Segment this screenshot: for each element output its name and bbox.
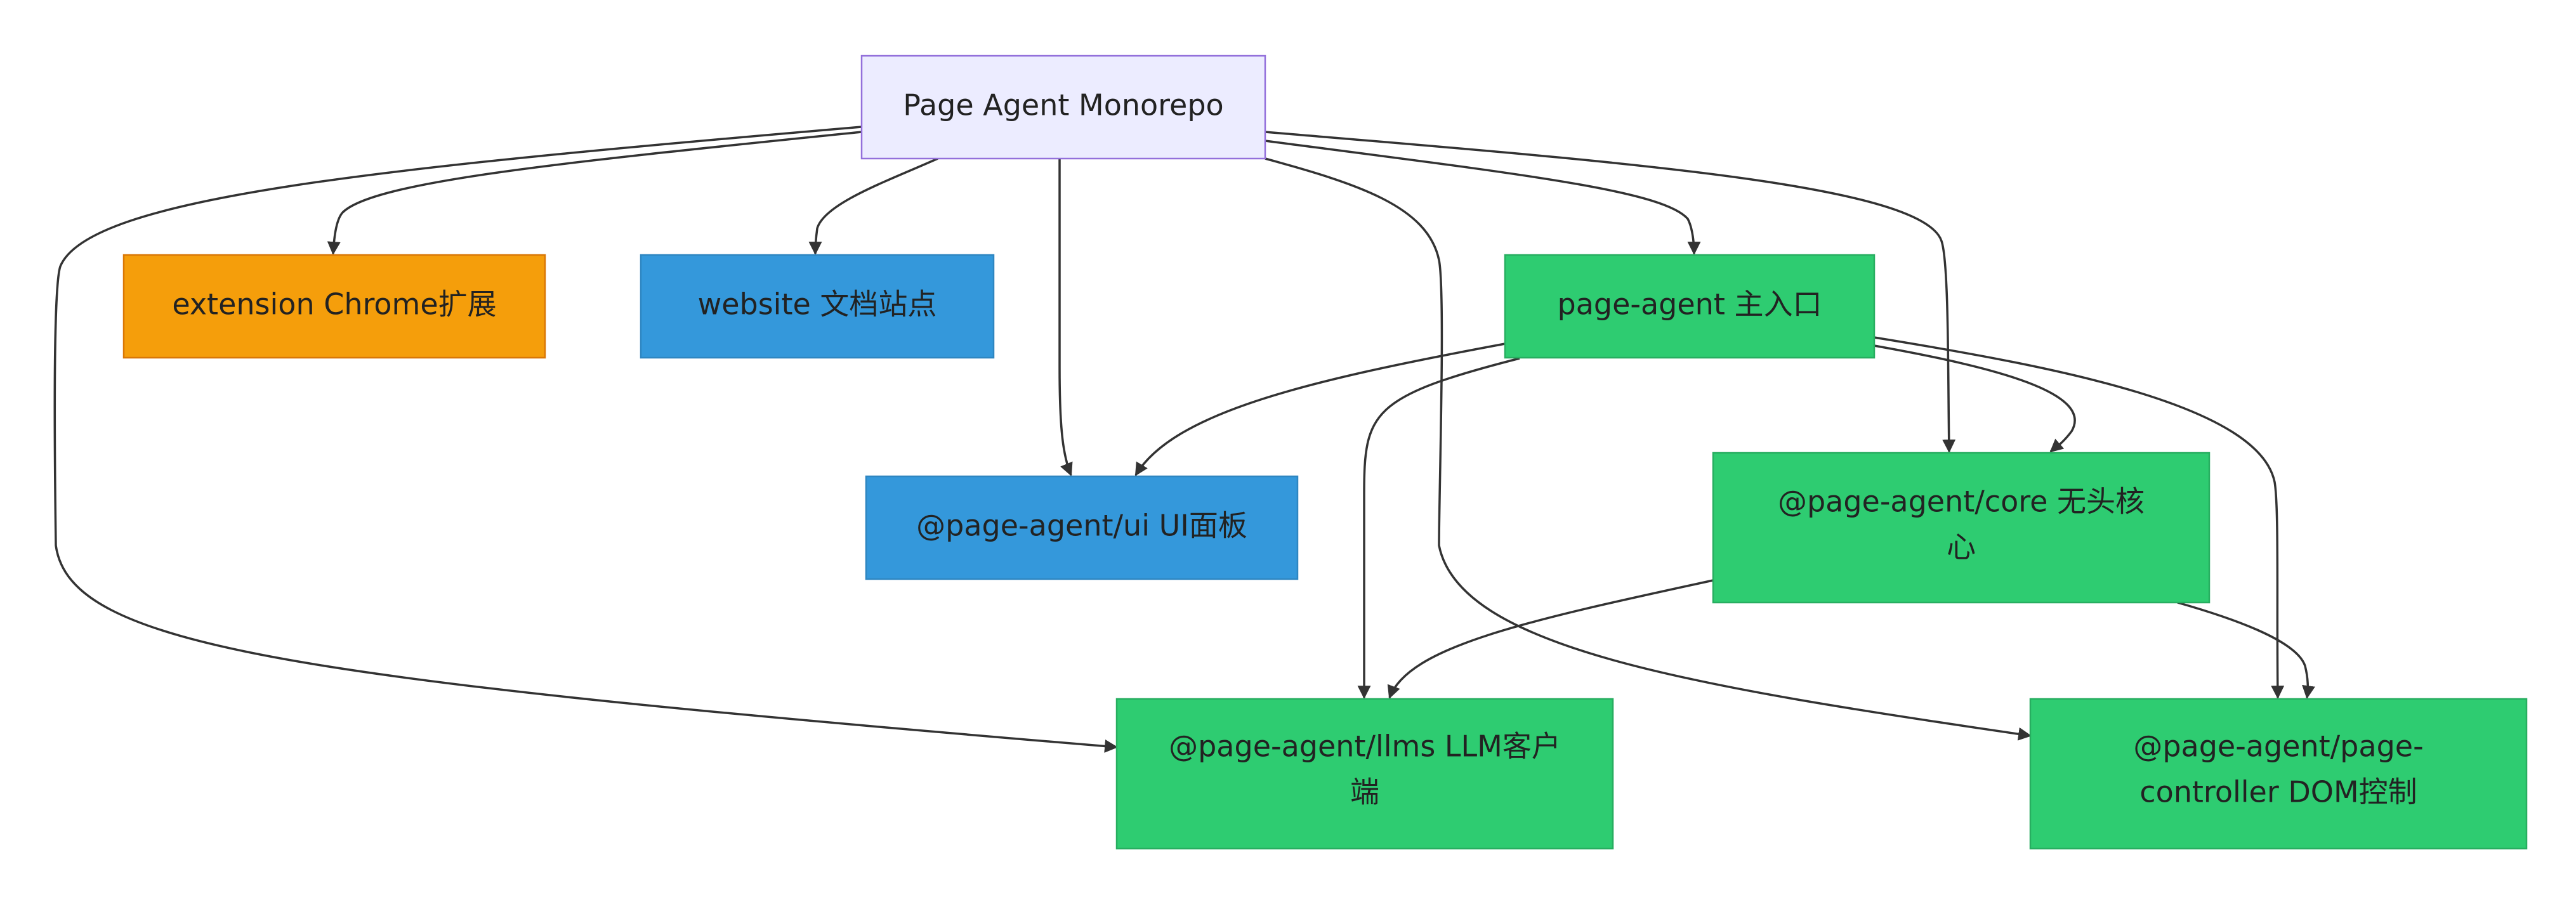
node-extension: extension Chrome扩展 [122,254,546,359]
edge-page-agent-controller [1874,336,2285,700]
edge-root-website [808,157,938,256]
node-page-agent: page-agent 主入口 [1504,254,1876,359]
node-ui-box [866,476,1298,579]
node-website-box [641,255,994,358]
node-llms-border [1115,698,1614,850]
node-controller: @page-agent/page- controller DOM控制 [2029,698,2528,850]
node-root: Page Agent Monorepo [860,55,1266,160]
node-core-label-line-1: @page-agent/core 无头核 [1778,485,2145,519]
edges-layer [53,126,2315,753]
node-extension-box [124,255,545,358]
node-core-box [1713,453,2209,603]
edge-root-extension [327,131,862,256]
edge-root-controller [1265,157,2032,741]
node-llms-box [1117,699,1613,849]
edge-root-llms [53,126,1119,753]
node-controller-box [2030,699,2527,849]
edge-core-llms [1387,579,1714,699]
edge-root-core [1265,131,1956,453]
edge-page-agent-core [1874,344,2076,453]
node-website-label: website 文档站点 [698,287,937,322]
node-ui: @page-agent/ui UI面板 [865,475,1299,580]
edge-page-agent-ui [1134,342,1506,476]
edge-core-controller [2177,601,2315,700]
edge-page-agent-llms [1357,357,1520,700]
node-controller-border [2029,698,2528,850]
node-website: website 文档站点 [640,254,995,359]
node-core: @page-agent/core 无头核 心 [1712,452,2211,604]
node-core-border [1712,452,2211,604]
node-core-label-line-2: 心 [1947,530,1976,564]
edge-root-ui [1058,159,1073,476]
node-ui-label: @page-agent/ui UI面板 [916,509,1247,543]
node-page-agent-box [1505,255,1874,358]
node-llms-label-line-1: @page-agent/llms LLM客户 [1169,729,1561,764]
node-extension-border [122,254,546,359]
node-extension-label: extension Chrome扩展 [172,287,496,322]
node-ui-border [865,475,1299,580]
node-website-border [640,254,995,359]
node-page-agent-label: page-agent 主入口 [1558,287,1822,322]
nodes-layer: Page Agent Monorepo extension Chrome扩展 w… [122,55,2528,850]
node-root-label: Page Agent Monorepo [903,88,1223,122]
edge-root-page-agent [1265,140,1701,256]
node-page-agent-border [1504,254,1876,359]
node-controller-label-line-2: controller DOM控制 [2139,775,2417,809]
node-controller-label-line-1: @page-agent/page- [2133,729,2423,764]
node-root-border [860,55,1266,160]
node-root-box [862,56,1265,159]
node-llms-label-line-2: 端 [1350,775,1379,809]
node-llms: @page-agent/llms LLM客户 端 [1115,698,1614,850]
